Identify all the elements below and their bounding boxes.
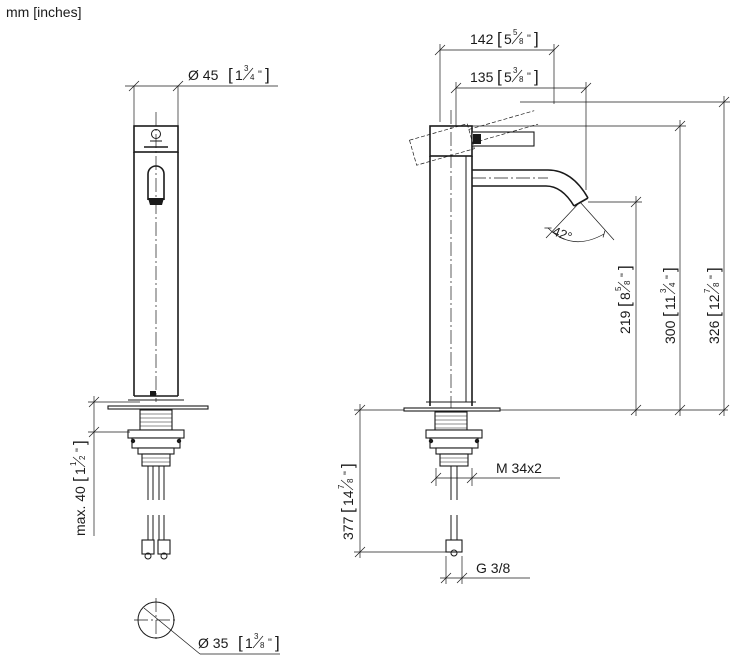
total-height-bracket-close: ]: [704, 267, 723, 272]
spout-reach-inch-mark: ": [527, 71, 531, 83]
total-height-inch-whole: 12: [706, 294, 722, 310]
thread-label: M 34x2: [496, 460, 542, 476]
spout-height-inch-den: 4: [668, 282, 677, 287]
spout-height-bracket-open: [: [660, 312, 679, 317]
outlet-height-inch-whole: 8: [617, 292, 633, 300]
spout-reach-inch-num: 3: [513, 66, 518, 75]
total-height-bracket-open: [: [704, 312, 723, 317]
front-base-plate: [107, 405, 209, 410]
outlet-height-inch-mark: ": [619, 273, 631, 277]
total-height-inch-num: 7: [703, 288, 712, 293]
body-diameter-inch-mark: ": [258, 69, 262, 81]
spout-reach-outer-inch-den: 8: [519, 37, 524, 46]
total-height-mm: 326: [706, 320, 722, 344]
outlet-height-bracket-open: [: [615, 302, 634, 307]
outlet-height-inch-den: 8: [623, 280, 632, 285]
dim-outlet-height: 219 [ 8 5 8 " ]: [588, 196, 642, 416]
hole-diameter-inch-mark: ": [268, 637, 272, 649]
max-thickness-inch-den: 2: [78, 455, 87, 460]
connection-length-inch-den: 8: [346, 478, 355, 483]
dim-body-diameter: Ø 45 [ 1 3 4 " ]: [125, 64, 278, 126]
mounting-hole-detail: Ø 35 [ 1 3 8 " ]: [134, 598, 280, 655]
max-thickness-inch-num: 1: [69, 461, 78, 466]
spout-reach-bracket-open: [: [497, 67, 502, 86]
dim-spout-reach: 135 [ 5 3 8 " ]: [450, 66, 592, 190]
lever-handle: [471, 131, 535, 147]
dim-thread: M 34x2: [430, 460, 560, 486]
spout-reach-outer-bracket-close: ]: [534, 29, 539, 48]
total-height-inch-den: 8: [712, 282, 721, 287]
max-thickness-mm: max. 40: [72, 486, 88, 536]
spout-reach-inch-den: 8: [519, 75, 524, 84]
connection-length-inch-mark: ": [342, 471, 354, 475]
hole-diameter-mm: Ø 35: [198, 635, 229, 651]
dim-spout-reach-outer: 142 [ 5 5 8 " ]: [434, 28, 560, 122]
dim-spout-height: 300 [ 11 3 4 " ]: [472, 120, 686, 416]
connection-thread-label: G 3/8: [476, 560, 510, 576]
spout-reach-outer-inch-whole: 5: [504, 31, 512, 47]
front-view: Ø 45 [ 1 3 4 " ]: [69, 64, 280, 655]
outlet-height-bracket-close: ]: [615, 265, 634, 270]
body-diameter-inch-num: 3: [244, 64, 249, 73]
outlet-height-mm: 219: [617, 310, 633, 334]
spout-bottom: [472, 185, 575, 207]
dim-connection-thread: G 3/8: [440, 556, 530, 584]
spout-reach-mm: 135: [470, 69, 494, 85]
max-thickness-bracket-close: ]: [70, 440, 89, 445]
spout-reach-inch-whole: 5: [504, 69, 512, 85]
body-diameter-bracket-open: [: [228, 65, 233, 84]
spout-reach-outer-inch-num: 5: [513, 28, 518, 37]
total-height-inch-mark: ": [708, 275, 720, 279]
hole-diameter-inch-whole: 1: [245, 635, 253, 651]
hole-diameter-bracket-close: ]: [275, 633, 280, 652]
lever-angle: 42°: [550, 223, 574, 244]
dim-max-thickness: max. 40 [ 1 1 2 " ]: [69, 396, 140, 536]
spout-reach-outer-mm: 142: [470, 31, 494, 47]
spout-reach-outer-inch-mark: ": [527, 33, 531, 45]
lever-angle-dim: 42°: [544, 201, 615, 245]
body-diameter-mm: Ø 45: [188, 67, 219, 83]
spout-height-mm: 300: [662, 320, 678, 344]
spout-height-inch-whole: 11: [662, 295, 678, 310]
max-thickness-inch-mark: ": [74, 448, 86, 452]
body-diameter-bracket-close: ]: [265, 65, 270, 84]
units-note: mm [inches]: [6, 4, 81, 20]
connection-length-inch-whole: 14: [340, 490, 356, 506]
side-view: 142 [ 5 5 8 " ] 135 [ 5 3 8 " ]: [337, 28, 730, 584]
spout-reach-bracket-close: ]: [534, 67, 539, 86]
body-diameter-inch-den: 4: [250, 73, 255, 82]
connection-length-inch-num: 7: [337, 484, 346, 489]
connection-length-bracket-open: [: [338, 508, 357, 513]
dim-connection-length: 377 [ 14 7 8 " ]: [337, 404, 446, 558]
max-thickness-inch-whole: 1: [72, 467, 88, 475]
spout-height-inch-num: 3: [659, 288, 668, 293]
connection-length-bracket-close: ]: [338, 463, 357, 468]
max-thickness-bracket-open: [: [70, 477, 89, 482]
hole-diameter-inch-den: 8: [260, 641, 265, 650]
spout-height-inch-mark: ": [664, 275, 676, 279]
outlet-height-inch-num: 5: [614, 286, 623, 291]
lever-alternate-position: [409, 110, 539, 166]
body-diameter-inch-whole: 1: [235, 67, 243, 83]
connection-length-mm: 377: [340, 516, 356, 540]
hole-diameter-bracket-open: [: [238, 633, 243, 652]
front-outlet: [147, 165, 165, 200]
spout-height-bracket-close: ]: [660, 267, 679, 272]
side-base-plate: [403, 407, 501, 412]
hole-diameter-inch-num: 3: [254, 632, 259, 641]
spout-reach-outer-bracket-open: [: [497, 29, 502, 48]
dim-total-height: 326 [ 12 7 8 " ]: [520, 96, 730, 416]
spout-top: [472, 169, 589, 199]
